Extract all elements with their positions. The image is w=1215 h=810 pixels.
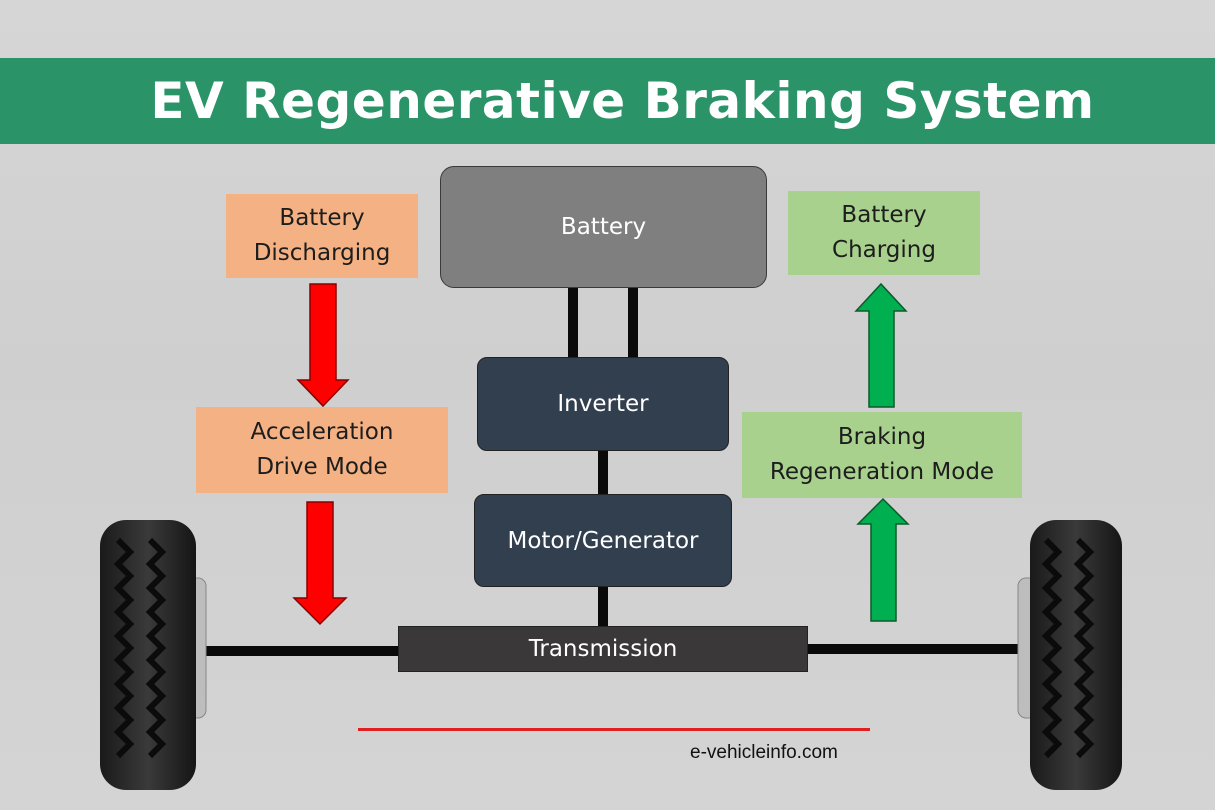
down-arrow-icon [292, 501, 348, 626]
battery-charging-box: Battery Charging [788, 191, 980, 275]
braking-regeneration-mode-box: Braking Regeneration Mode [742, 412, 1022, 498]
up-arrow-icon [856, 497, 910, 622]
battery-discharging-label: Battery Discharging [253, 205, 391, 266]
transmission-box: Transmission [398, 626, 808, 672]
divider-line [358, 728, 870, 731]
battery-label: Battery [560, 214, 647, 240]
left-wheel-icon [100, 520, 207, 790]
inverter-motor-connector [598, 449, 608, 497]
right-axle [806, 644, 1026, 654]
down-arrow-icon [296, 283, 350, 408]
up-arrow-icon [854, 282, 908, 408]
website-credit: e-vehicleinfo.com [690, 742, 838, 763]
title-bar: EV Regenerative Braking System [0, 58, 1215, 144]
inverter-box: Inverter [477, 357, 729, 451]
battery-charging-label: Battery Charging [832, 202, 936, 263]
right-wheel-icon [1017, 520, 1122, 790]
acceleration-drive-mode-box: Acceleration Drive Mode [196, 407, 448, 493]
battery-inverter-connector [568, 286, 578, 358]
battery-discharging-box: Battery Discharging [226, 194, 418, 278]
motor-generator-box: Motor/Generator [474, 494, 732, 587]
transmission-label: Transmission [528, 636, 678, 662]
motor-transmission-connector [598, 585, 608, 629]
page-title: EV Regenerative Braking System [150, 72, 1095, 130]
inverter-label: Inverter [557, 391, 649, 417]
left-axle [200, 646, 400, 656]
battery-box: Battery [440, 166, 767, 288]
battery-inverter-connector [628, 286, 638, 358]
braking-regeneration-mode-label: Braking Regeneration Mode [769, 424, 995, 485]
motor-generator-label: Motor/Generator [507, 527, 699, 554]
acceleration-drive-mode-label: Acceleration Drive Mode [250, 419, 394, 480]
